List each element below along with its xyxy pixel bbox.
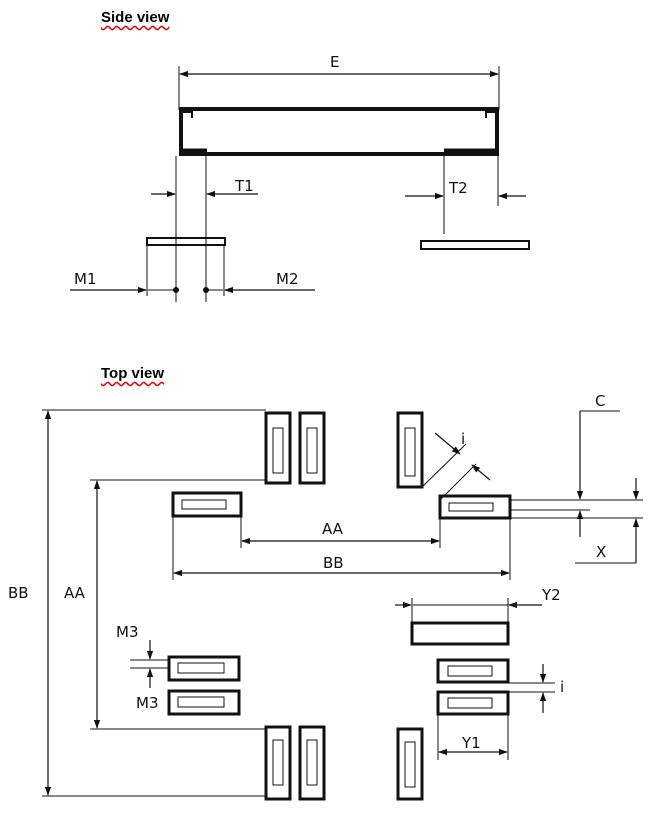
label-aa-inner: AA [322, 520, 344, 538]
part-right-middle-2-pad [447, 697, 493, 709]
part-top-left-2 [298, 411, 326, 485]
m1-dot [173, 287, 179, 293]
part-right-middle-1 [436, 658, 510, 684]
part-top-left-1 [264, 411, 292, 485]
land-pad-left [146, 237, 226, 246]
label-i-top: i [461, 430, 465, 448]
top-view-labels: C i AA BB X Y2 BB AA M3 M3 i Y1 [8, 392, 606, 752]
part-bottom-right-pad [404, 741, 416, 788]
label-aa-outer: AA [64, 584, 86, 602]
side-view [70, 66, 530, 302]
part-bottom-left-2-pad [306, 739, 318, 786]
m2-dot [203, 287, 209, 293]
i-diag-arrow-2 [471, 464, 491, 481]
part-right-horizontal [438, 494, 512, 520]
top-view-title: Top view [101, 365, 165, 382]
i-diag-ext-2 [439, 463, 477, 501]
label-m2: M2 [276, 270, 299, 288]
part-right-middle-1-pad [447, 665, 493, 677]
label-m3-top: M3 [116, 623, 139, 641]
label-e: E [330, 53, 339, 71]
component-body [179, 107, 499, 156]
part-bottom-left-1-pad [272, 739, 284, 786]
part-left-middle-1-pad [177, 662, 225, 674]
side-view-labels: E T1 T2 M1 M2 [74, 53, 468, 288]
label-t1: T1 [234, 177, 254, 195]
label-x: X [596, 543, 606, 561]
part-left-horizontal [171, 491, 243, 518]
label-m3-bottom: M3 [136, 694, 159, 712]
i-diag-arrow-1 [434, 432, 461, 455]
i-diag-ext-1 [422, 443, 467, 487]
part-left-middle-2-pad [177, 696, 225, 708]
label-i-right: i [560, 678, 564, 696]
part-bottom-left-1 [264, 725, 292, 801]
right-termination [485, 111, 497, 118]
label-y1: Y1 [461, 734, 481, 752]
part-right-middle-2 [436, 690, 510, 716]
part-left-horizontal-pad [181, 499, 227, 510]
label-bb-inner: BB [323, 554, 344, 572]
top-view [42, 409, 643, 801]
label-t2: T2 [448, 179, 468, 197]
part-bottom-right [396, 727, 424, 801]
land-pad-right [420, 240, 530, 250]
label-bb-outer: BB [8, 584, 29, 602]
part-bottom-left-2 [298, 725, 326, 801]
label-m1: M1 [74, 270, 97, 288]
part-top-left-1-pad [272, 427, 284, 474]
side-view-title: Side view [101, 9, 170, 26]
part-right-horizontal-pad [448, 502, 494, 512]
part-left-middle-2 [167, 689, 241, 716]
label-c: C [595, 392, 605, 410]
part-top-right-pad [404, 427, 416, 477]
part-top-right [396, 411, 424, 489]
part-left-middle-1 [167, 655, 241, 682]
part-y2 [410, 621, 510, 646]
part-top-left-2-pad [306, 427, 318, 474]
label-y2: Y2 [541, 586, 561, 604]
left-termination [181, 111, 193, 118]
top-left-vertical-pair [264, 411, 326, 485]
